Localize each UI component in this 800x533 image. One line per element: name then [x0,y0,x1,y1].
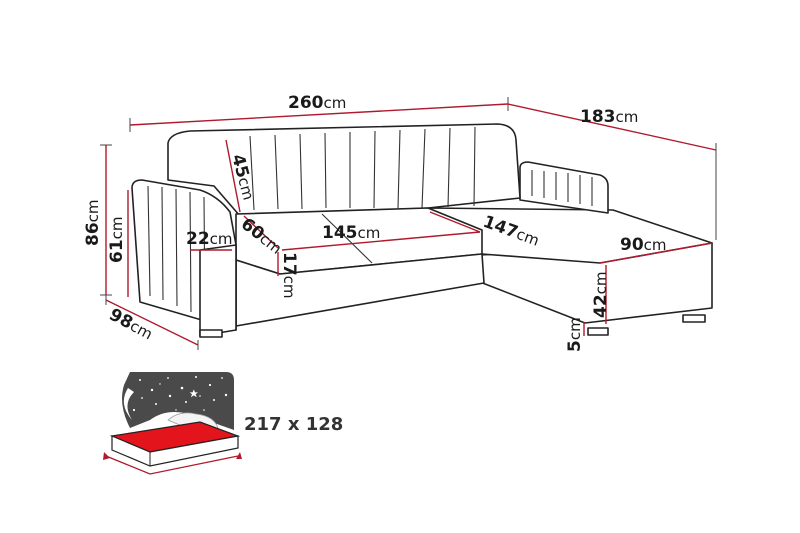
moon-icon [123,388,134,420]
dim-height-arm: 61cm [107,216,127,263]
sofa-drawing [131,123,713,338]
dim-seat-thickness: 17cm [279,252,299,299]
chaise-foot [587,327,609,336]
dim-chaise-width: 90cm [620,235,667,255]
dim-backrest-height: 45cm [227,152,258,202]
bed-size-label: 217 x 128 [244,414,343,435]
dim-width-total: 260cm [288,93,346,113]
left-foot [199,329,223,338]
dim-seat-height: 42cm [591,271,611,318]
chaise-armrest [519,161,609,214]
stars-icon [132,376,228,412]
backrest-pleats [249,126,476,211]
dim-depth-side: 98cm [106,305,156,345]
dimension-lines [100,97,717,350]
dim-depth-chaise: 183cm [580,107,638,127]
dim-height-total: 86cm [83,199,103,246]
dim-arm-width: 22cm [186,229,233,249]
bed-function-icon [103,372,242,475]
night-sky-icon [122,372,234,430]
dim-leg-height: 5cm [565,317,585,352]
dim-seat-width: 145cm [322,223,380,243]
right-foot [682,314,706,323]
